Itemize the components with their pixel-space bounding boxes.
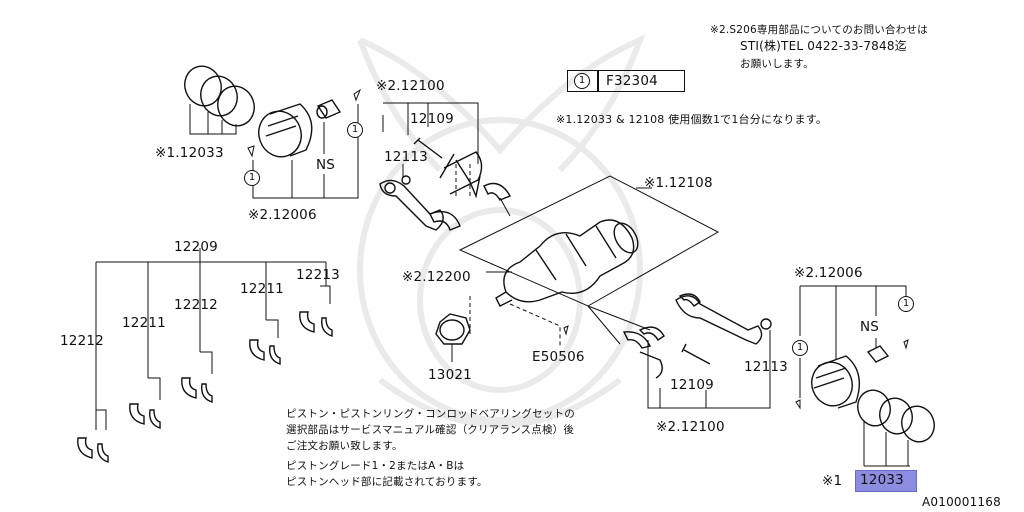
ref-box-code-cell: F32304 — [597, 70, 685, 92]
crank-pulley — [435, 313, 471, 345]
piston-pin-top — [316, 99, 342, 119]
label-12109-bot: 12109 — [670, 377, 714, 393]
leader-12100-top — [382, 102, 479, 164]
conrod-bottom — [622, 293, 772, 379]
callout-1-b: 1 — [347, 122, 363, 138]
label-12113-top: 12113 — [384, 149, 428, 165]
label-12033-top: ※1.12033 — [155, 145, 224, 161]
callout-1-c: 1 — [898, 296, 914, 312]
label-12100-bot: ※2.12100 — [656, 419, 725, 435]
label-12006-bot: ※2.12006 — [794, 265, 863, 281]
label-12006-top: ※2.12006 — [248, 207, 317, 223]
crank-bottom-lines — [587, 305, 651, 345]
leader-12033-bot — [863, 422, 910, 467]
watermark-emblem — [357, 34, 646, 428]
key-e50506 — [563, 325, 569, 336]
clip-bottom-right — [903, 339, 909, 350]
leader-12033-top — [189, 104, 237, 135]
piston-top — [258, 103, 313, 158]
label-12113-bot: 12113 — [744, 359, 788, 375]
piston-note-line3: ご注文お願い致します。 — [286, 440, 403, 452]
clip-top-right — [353, 88, 362, 102]
piston-rings-bottom — [857, 389, 935, 443]
label-12211-b: 12211 — [240, 281, 284, 297]
label-13021: 13021 — [428, 367, 472, 383]
sti-note-line2: STI(株)TEL 0422-33-7848迄 — [740, 39, 907, 53]
leader-12006-top — [252, 104, 359, 199]
piston-pin-bottom — [866, 345, 890, 363]
bearing-stubs — [96, 285, 331, 430]
grade-note-line2: ピストンヘッド部に記載されております。 — [286, 476, 488, 488]
conrod-top-dashes — [455, 164, 471, 196]
label-e50506: E50506 — [532, 349, 585, 365]
usage-note: ※1.12033 & 12108 使用個数1で1台分になります。 — [556, 113, 828, 126]
label-12200: ※2.12200 — [402, 269, 471, 285]
crank-bounding-lines — [458, 175, 720, 307]
label-12108: ※1.12108 — [644, 175, 713, 191]
label-12209: 12209 — [174, 239, 218, 255]
ref-box-circle-cell — [567, 70, 599, 92]
label-12212-b: 12212 — [174, 297, 218, 313]
label-ns-top: NS — [316, 157, 336, 173]
clip-bottom-left — [795, 399, 801, 410]
ref-box-code: F32304 — [606, 73, 658, 89]
leader-12006-bot — [799, 285, 907, 398]
leader-12209 — [95, 248, 327, 430]
clip-top-left — [247, 145, 255, 158]
label-ns-bot: NS — [860, 319, 880, 335]
label-12033-bot-highlight[interactable]: 12033 — [855, 470, 917, 492]
sti-note-line1: ※2.S206専用部品についてのお問い合わせは — [710, 24, 928, 36]
crankshaft — [495, 219, 639, 307]
callout-1-a: 1 — [244, 170, 260, 186]
conrod-top — [379, 137, 511, 231]
label-12100-top: ※2.12100 — [376, 78, 445, 94]
label-12109-top: 12109 — [410, 111, 454, 127]
figure-id: A010001168 — [922, 495, 1001, 509]
label-12211-a: 12211 — [122, 315, 166, 331]
grade-note-line1: ピストングレード1・2またはA・Bは — [286, 460, 465, 472]
label-12213: 12213 — [296, 267, 340, 283]
bearing-shells-left — [77, 311, 333, 463]
crank-dashed — [469, 296, 561, 348]
bearing-line-top — [499, 197, 511, 217]
sti-note-line3: お願いします。 — [740, 58, 814, 70]
piston-rings-top — [184, 65, 255, 127]
piston-note-line2: 選択部品はサービスマニュアル確認（クリアランス点検）後 — [286, 424, 575, 436]
piston-note-line1: ピストン・ピストンリング・コンロッドベアリングセットの — [286, 408, 575, 420]
label-12033-bot-prefix: ※1 — [822, 473, 843, 489]
leader-12100-bot — [647, 340, 771, 409]
callout-1-d: 1 — [792, 340, 808, 356]
label-12212-a: 12212 — [60, 333, 104, 349]
piston-bottom — [811, 355, 860, 409]
ref-box-circle: 1 — [574, 73, 590, 89]
